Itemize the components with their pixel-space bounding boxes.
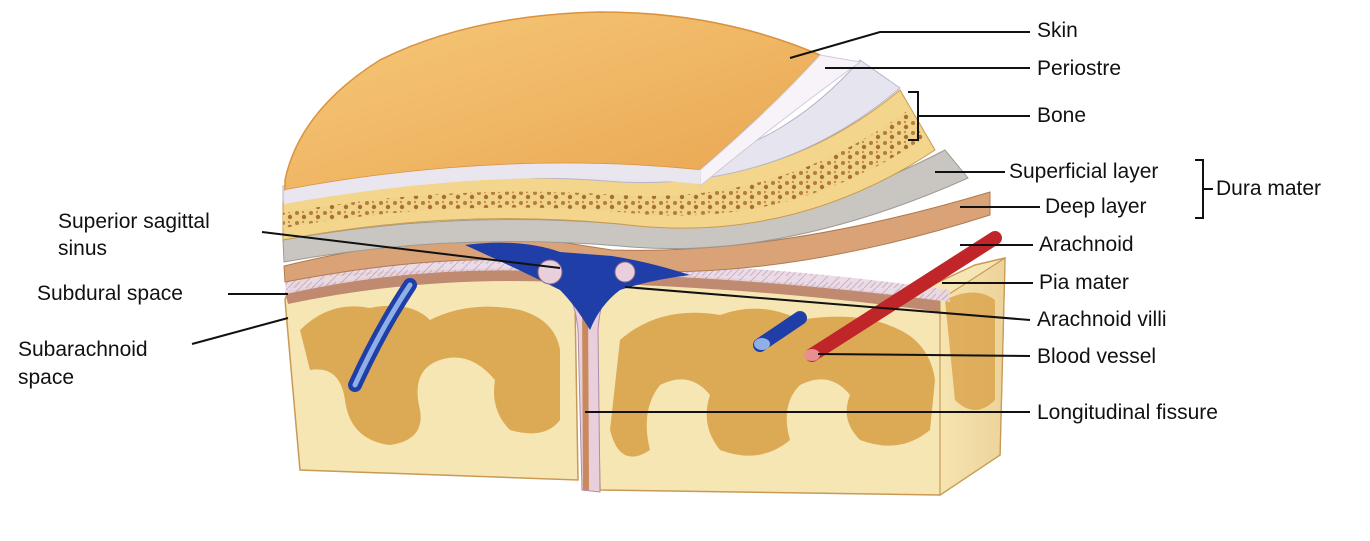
label-skin: Skin: [1037, 19, 1078, 43]
label-subarachnoid-line2: space: [18, 366, 74, 390]
label-subdural-space: Subdural space: [37, 282, 183, 306]
label-dura-mater: Dura mater: [1216, 177, 1321, 201]
label-longitudinal-fissure: Longitudinal fissure: [1037, 401, 1218, 425]
label-pia-mater: Pia mater: [1039, 271, 1129, 295]
label-blood-vessel: Blood vessel: [1037, 345, 1156, 369]
label-arachnoid: Arachnoid: [1039, 233, 1134, 257]
label-superior-sagittal-line1: Superior sagittal: [58, 210, 210, 234]
label-arachnoid-villi: Arachnoid villi: [1037, 308, 1167, 332]
label-subarachnoid-line1: Subarachnoid: [18, 338, 148, 362]
dura-bracket: [1195, 160, 1203, 218]
leader-subarachnoid: [192, 318, 288, 344]
leader-skin: [790, 32, 1030, 58]
label-superior-sagittal-line2: sinus: [58, 237, 107, 261]
label-superficial-layer: Superficial layer: [1009, 160, 1158, 184]
label-deep-layer: Deep layer: [1045, 195, 1147, 219]
label-bone: Bone: [1037, 104, 1086, 128]
label-periostre: Periostre: [1037, 57, 1121, 81]
